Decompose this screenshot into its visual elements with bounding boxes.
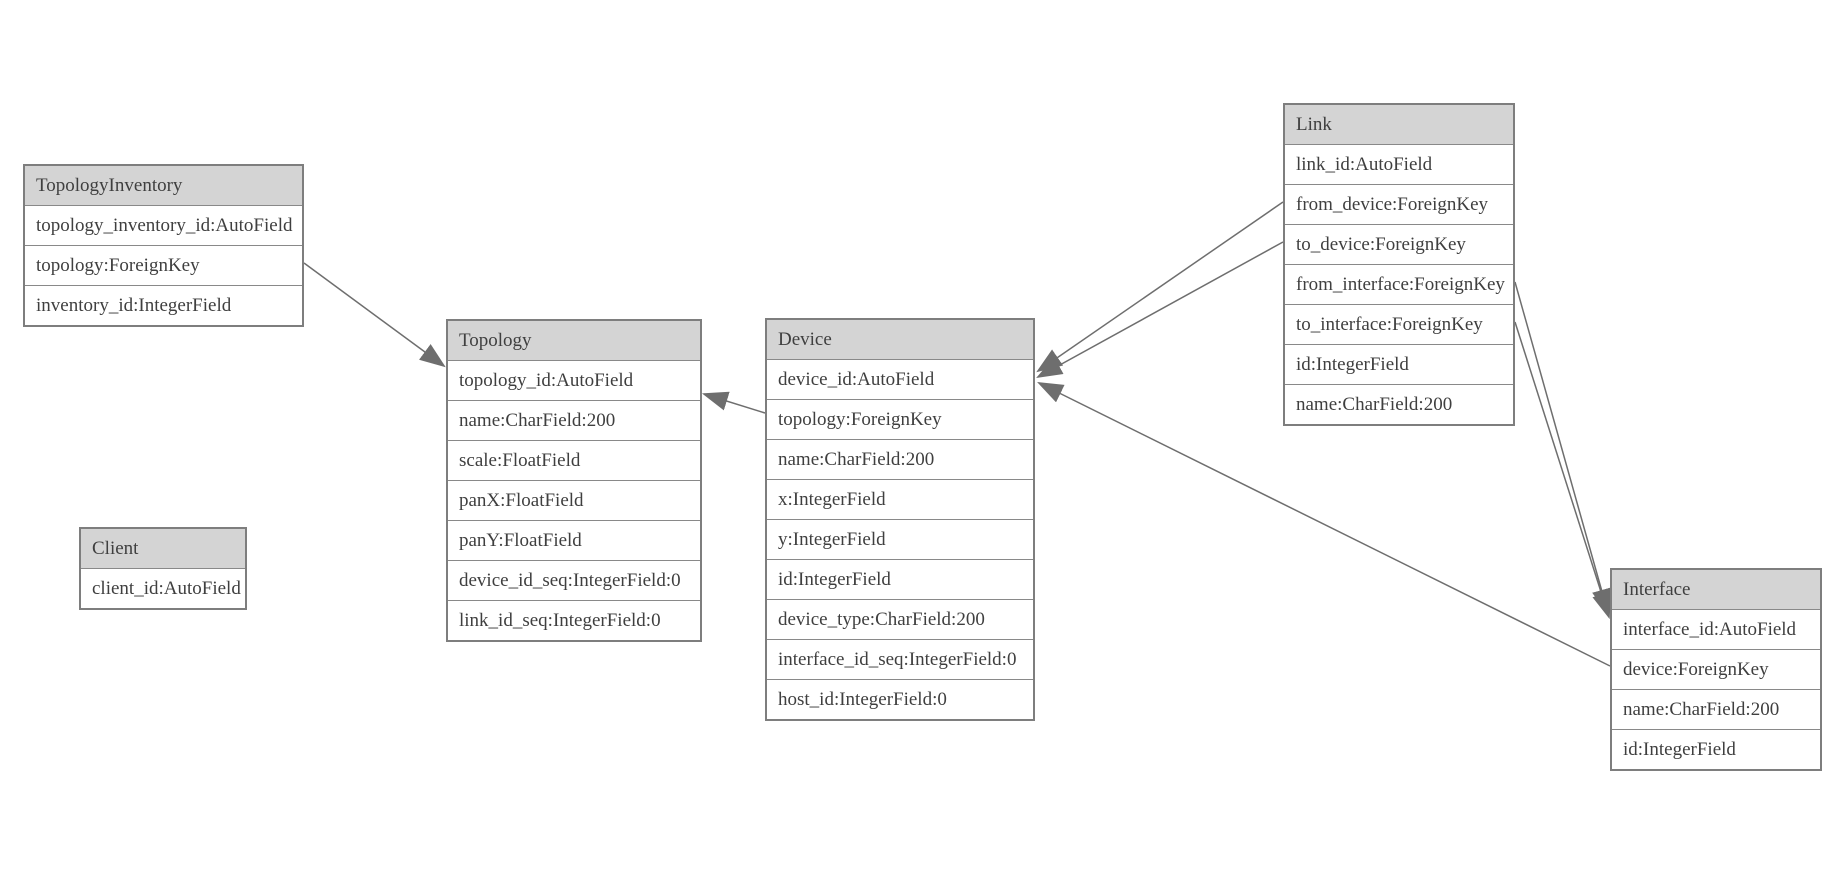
field-row: to_device:ForeignKey <box>1285 224 1513 264</box>
field-row: topology:ForeignKey <box>25 245 302 285</box>
edge-link-to-interface-to-interface <box>1514 321 1612 620</box>
field-row: link_id_seq:IntegerField:0 <box>448 600 700 640</box>
field-row: panY:FloatField <box>448 520 700 560</box>
entity-title: Device <box>767 320 1033 359</box>
field-row: host_id:IntegerField:0 <box>767 679 1033 719</box>
edge-device-topology-to-topology <box>701 391 766 414</box>
entity-title: Interface <box>1612 570 1820 609</box>
field-row: from_device:ForeignKey <box>1285 184 1513 224</box>
field-row: from_interface:ForeignKey <box>1285 264 1513 304</box>
field-row: link_id:AutoField <box>1285 144 1513 184</box>
entity-title: Topology <box>448 321 700 360</box>
field-row: topology_inventory_id:AutoField <box>25 205 302 245</box>
field-row: to_interface:ForeignKey <box>1285 304 1513 344</box>
field-row: device_type:CharField:200 <box>767 599 1033 639</box>
field-row: name:CharField:200 <box>767 439 1033 479</box>
edge-link-from-interface-to-interface <box>1514 281 1611 616</box>
field-row: scale:FloatField <box>448 440 700 480</box>
field-row: device_id_seq:IntegerField:0 <box>448 560 700 600</box>
field-row: topology:ForeignKey <box>767 399 1033 439</box>
field-row: topology_id:AutoField <box>448 360 700 400</box>
field-row: device_id:AutoField <box>767 359 1033 399</box>
field-row: inventory_id:IntegerField <box>25 285 302 325</box>
edge-interface-device-to-device <box>1037 382 1611 667</box>
field-row: interface_id_seq:IntegerField:0 <box>767 639 1033 679</box>
field-row: panX:FloatField <box>448 480 700 520</box>
field-row: device:ForeignKey <box>1612 649 1820 689</box>
field-row: name:CharField:200 <box>1285 384 1513 424</box>
entity-title: Client <box>81 529 245 568</box>
field-row: y:IntegerField <box>767 519 1033 559</box>
entity-title: Link <box>1285 105 1513 144</box>
field-row: id:IntegerField <box>1612 729 1820 769</box>
field-row: id:IntegerField <box>767 559 1033 599</box>
field-row: interface_id:AutoField <box>1612 609 1820 649</box>
field-row: name:CharField:200 <box>448 400 700 440</box>
edge-link-to-device-to-device <box>1036 241 1284 379</box>
field-row: client_id:AutoField <box>81 568 245 608</box>
field-row: name:CharField:200 <box>1612 689 1820 729</box>
field-row: id:IntegerField <box>1285 344 1513 384</box>
edge-topologyinventory-topology-to-topology <box>303 262 446 368</box>
field-row: x:IntegerField <box>767 479 1033 519</box>
edge-link-from-device-to-device <box>1036 201 1284 373</box>
entity-title: TopologyInventory <box>25 166 302 205</box>
